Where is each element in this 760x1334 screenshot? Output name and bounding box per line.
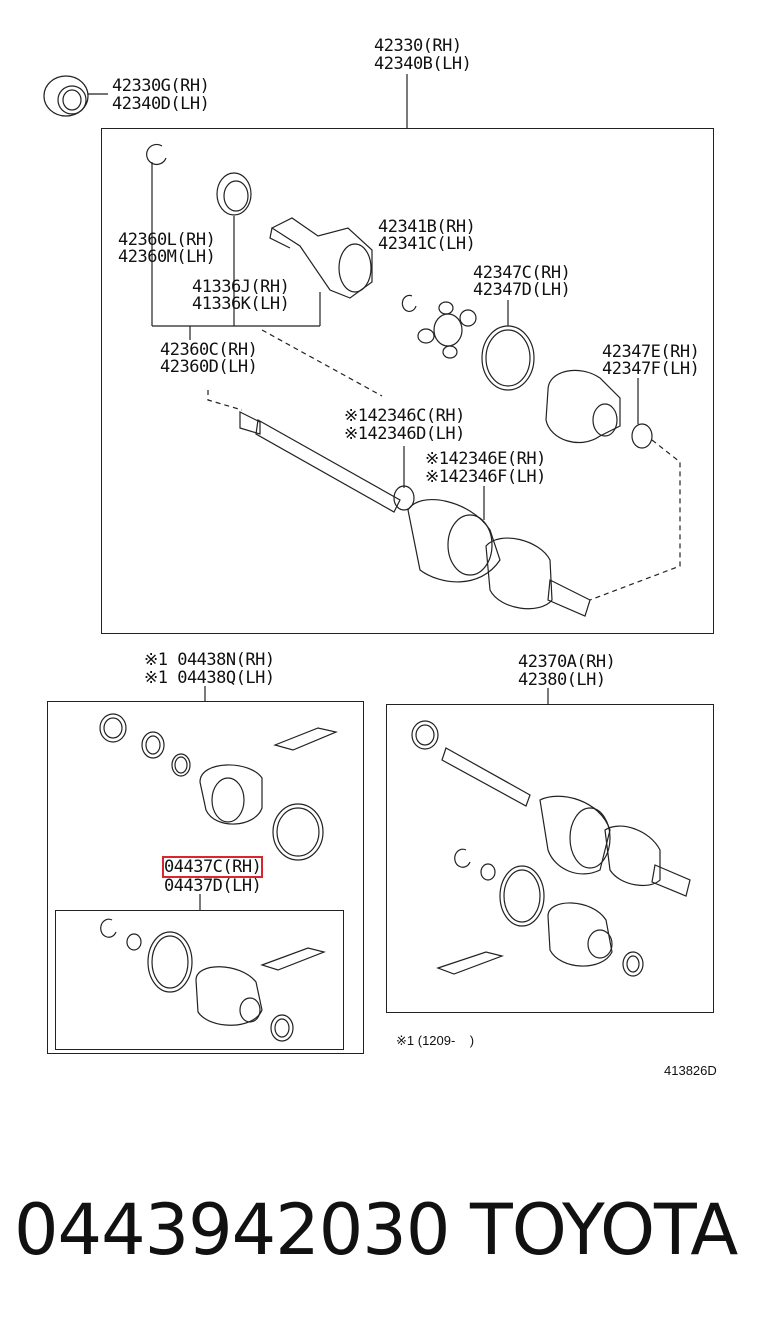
- label-snap-ring-2-rh[interactable]: 42341B(RH): [378, 217, 476, 237]
- label-top-assembly-lh[interactable]: 42340B(LH): [374, 54, 472, 74]
- boot-kit-box: [47, 701, 364, 1054]
- label-bearing-lh[interactable]: 42340D(LH): [112, 94, 210, 114]
- label-boot-clamp-rh[interactable]: 42347C(RH): [473, 263, 571, 283]
- label-top-assembly-rh[interactable]: 42330(RH): [374, 36, 462, 56]
- label-snap-ring-rh[interactable]: 42360L(RH): [118, 230, 216, 250]
- main-assembly-box: [101, 128, 714, 634]
- label-boot-2-rh[interactable]: ※142346E(RH): [425, 449, 546, 469]
- parts-diagram-drawing: [43, 74, 691, 1042]
- brand-name: TOYOTA: [470, 1189, 738, 1271]
- assembly-right-box: [386, 704, 714, 1013]
- label-boot-clamp-2-lh[interactable]: 42347F(LH): [602, 359, 700, 379]
- label-boot-lh[interactable]: ※142346D(LH): [344, 424, 465, 444]
- label-assembly-right-rh[interactable]: 42370A(RH): [518, 652, 616, 672]
- label-boot-rh[interactable]: ※142346C(RH): [344, 406, 465, 426]
- label-kit-inner-lh[interactable]: 04437D(LH): [164, 876, 262, 896]
- label-shaft-lh[interactable]: 42360D(LH): [160, 357, 258, 377]
- label-seal-rh[interactable]: 41336J(RH): [192, 277, 290, 297]
- label-snap-ring-lh[interactable]: 42360M(LH): [118, 247, 216, 267]
- label-assembly-right-lh[interactable]: 42380(LH): [518, 670, 606, 690]
- label-shaft-rh[interactable]: 42360C(RH): [160, 340, 258, 360]
- footnote: ※1 (1209- ): [396, 1033, 475, 1048]
- label-boot-clamp-2-rh[interactable]: 42347E(RH): [602, 342, 700, 362]
- part-number: 0443942030: [14, 1189, 450, 1271]
- label-kit-outer-lh[interactable]: ※1 04438Q(LH): [144, 668, 275, 688]
- label-snap-ring-2-lh[interactable]: 42341C(LH): [378, 234, 476, 254]
- inner-boot-kit-box: [55, 910, 344, 1050]
- label-boot-clamp-lh[interactable]: 42347D(LH): [473, 280, 571, 300]
- diagram-id: 413826D: [664, 1063, 717, 1078]
- label-seal-lh[interactable]: 41336K(LH): [192, 294, 290, 314]
- label-kit-outer-rh[interactable]: ※1 04438N(RH): [144, 650, 275, 670]
- label-bearing-rh[interactable]: 42330G(RH): [112, 76, 210, 96]
- label-boot-2-lh[interactable]: ※142346F(LH): [425, 467, 546, 487]
- label-kit-inner-rh-highlighted[interactable]: 04437C(RH): [161, 856, 264, 878]
